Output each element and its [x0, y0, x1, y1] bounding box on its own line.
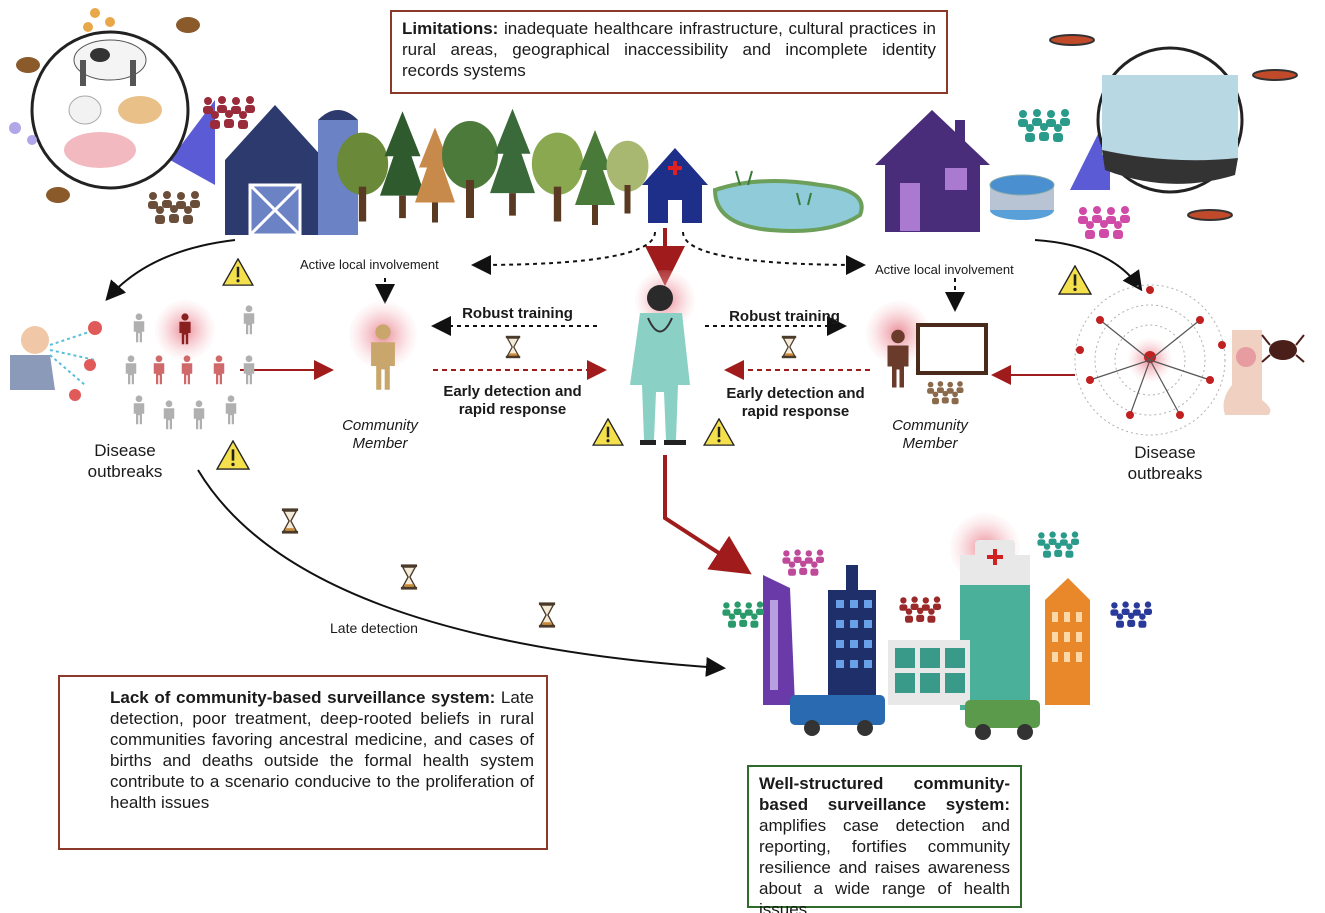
limitations-heading: Limitations:	[402, 19, 505, 38]
arrow-involvement-right	[682, 231, 866, 275]
disease-outbreaks-right-line2: outbreaks	[1127, 464, 1203, 483]
disease-outbreaks-label-left: Disease outbreaks	[70, 440, 180, 482]
transmission-network-illustration	[1074, 284, 1226, 436]
training-label-right: Robust training	[729, 308, 840, 325]
warning-icon	[216, 440, 250, 470]
virus-icon	[9, 122, 37, 145]
early-detection-right-line2: rapid response	[741, 403, 850, 420]
training-label-left: Robust training	[462, 305, 573, 322]
tick-bite-foot-icon	[1223, 330, 1305, 415]
flea-icon	[16, 17, 200, 203]
disease-outbreaks-right-line1: Disease	[1134, 443, 1196, 462]
warning-icon	[703, 418, 735, 446]
clinic-house-icon	[642, 148, 708, 223]
community-member-label-left: Community Member	[330, 417, 430, 453]
crowd-icon	[1110, 601, 1152, 628]
lack-surveillance-box: Lack of community-based surveillance sys…	[58, 675, 548, 850]
sick-person-icon	[10, 321, 102, 401]
community-member-label-right: Community Member	[880, 417, 980, 453]
house-icon	[875, 110, 990, 232]
bacteria-dot-icon	[83, 8, 115, 32]
late-detection-label: Late detection	[330, 620, 418, 636]
early-detection-right-line1: Early detection and	[726, 385, 865, 402]
pond-illustration	[712, 170, 864, 233]
community-member-left-icon	[349, 301, 417, 390]
community-member-right-line1: Community	[892, 417, 968, 434]
community-member-right-line2: Member	[902, 435, 958, 452]
involvement-label-right: Active local involvement	[875, 262, 1014, 277]
limitations-body: inadequate healthcare infrastructure, cu…	[402, 19, 936, 80]
lack-surveillance-body: Late detection, poor treatment, deep-roo…	[110, 688, 534, 812]
population-cluster-left	[125, 300, 255, 430]
crowd-icon	[1078, 206, 1130, 239]
crowd-icon	[148, 191, 200, 224]
barn-icon	[225, 105, 358, 237]
disease-outbreaks-left-line2: outbreaks	[87, 462, 163, 481]
breeding-site-circle-illustration	[1070, 46, 1244, 194]
early-detection-label-left: Early detection and rapid response	[430, 383, 595, 419]
community-member-left-line2: Member	[352, 435, 408, 452]
arrow-worker-to-city	[663, 455, 752, 575]
limitations-box: Limitations: inadequate healthcare infra…	[390, 10, 948, 94]
community-member-right-icon	[866, 301, 988, 405]
hourglass-icon	[781, 335, 797, 359]
hourglass-icon	[400, 563, 418, 591]
well-structured-heading: Well-structured community-based surveill…	[759, 774, 1010, 814]
early-detection-left-line2: rapid response	[458, 401, 567, 418]
community-member-left-line1: Community	[342, 417, 418, 434]
warning-icon	[592, 418, 624, 446]
livestock-circle-illustration	[30, 30, 215, 190]
hourglass-icon	[505, 335, 521, 359]
involvement-label-left: Active local involvement	[300, 257, 439, 272]
mosquito-icon	[1049, 34, 1298, 221]
lack-surveillance-heading: Lack of community-based surveillance sys…	[110, 688, 501, 707]
crowd-icon	[203, 96, 255, 129]
arrow-involvement-left	[471, 231, 656, 275]
arrow-house-to-outbreak	[1034, 239, 1143, 292]
arrow-barn-to-outbreak	[105, 239, 236, 302]
crowd-icon	[722, 601, 764, 628]
forest-illustration	[336, 108, 649, 225]
health-worker-icon	[630, 270, 695, 445]
warning-icon	[1058, 265, 1092, 295]
hourglass-icon	[281, 507, 299, 535]
transmission-network-nodes	[1076, 286, 1226, 419]
early-detection-left-line1: Early detection and	[443, 383, 582, 400]
hourglass-icon	[538, 601, 556, 629]
crowd-icon	[899, 596, 941, 623]
crowd-icon	[1037, 531, 1079, 558]
well-structured-body: amplifies case detection and reporting, …	[759, 816, 1010, 913]
well-structured-box: Well-structured community-based surveill…	[747, 765, 1022, 913]
city-illustration	[763, 513, 1090, 740]
crowd-icon	[1018, 109, 1070, 142]
crowd-icon	[782, 549, 824, 576]
arrow-late-detection	[197, 469, 726, 677]
warning-icon	[222, 258, 254, 286]
water-tank-icon	[989, 174, 1055, 220]
early-detection-label-right: Early detection and rapid response	[713, 385, 878, 421]
disease-outbreaks-left-line1: Disease	[94, 441, 156, 460]
disease-outbreaks-label-right: Disease outbreaks	[1110, 442, 1220, 484]
